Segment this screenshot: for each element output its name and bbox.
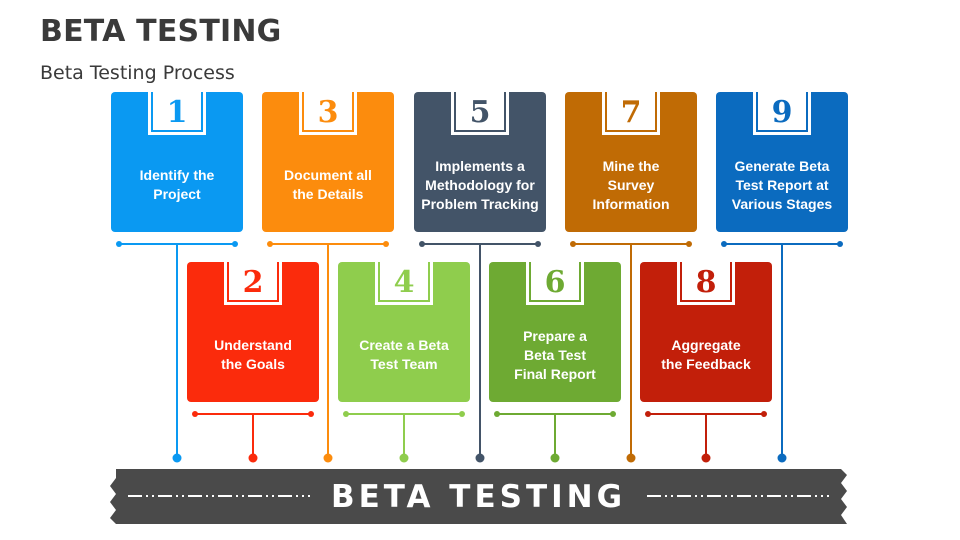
step-label: Generate Beta Test Report at Various Sta… xyxy=(722,144,842,226)
step-label: Implements a Methodology for Problem Tra… xyxy=(420,144,540,226)
connector-step-7 xyxy=(570,241,692,463)
step-card-7: 7 Mine the Survey Information xyxy=(565,92,697,232)
step-label-text: Create a Beta Test Team xyxy=(359,337,449,372)
step-number-tab: 4 xyxy=(375,262,433,305)
connector-step-8 xyxy=(645,411,767,463)
connector-step-1 xyxy=(116,241,238,463)
step-number-tab: 6 xyxy=(526,262,584,305)
step-label: Identify the Project xyxy=(117,144,237,226)
step-card-8: 8 Aggregate the Feedback xyxy=(640,262,772,402)
step-number-tab: 9 xyxy=(753,92,811,135)
step-card-6: 6 Prepare a Beta Test Final Report xyxy=(489,262,621,402)
connector-step-9 xyxy=(721,241,843,463)
connector-step-3 xyxy=(267,241,389,463)
step-label: Aggregate the Feedback xyxy=(646,314,766,396)
step-card-1: 1 Identify the Project xyxy=(111,92,243,232)
connector-step-2 xyxy=(192,411,314,463)
beta-testing-banner: BETA TESTING xyxy=(110,469,847,524)
step-label: Document all the Details xyxy=(268,144,388,226)
step-number-tab: 7 xyxy=(602,92,660,135)
page-title: BETA TESTING xyxy=(40,14,282,49)
connector-step-4 xyxy=(343,411,465,463)
step-number: 7 xyxy=(620,95,642,130)
step-number-tab: 8 xyxy=(677,262,735,305)
step-number: 5 xyxy=(469,95,491,130)
step-number: 1 xyxy=(166,95,188,130)
step-number: 9 xyxy=(771,95,793,130)
step-label-text: Understand the Goals xyxy=(214,337,292,372)
step-label: Create a Beta Test Team xyxy=(344,314,464,396)
step-card-2: 2 Understand the Goals xyxy=(187,262,319,402)
step-card-4: 4 Create a Beta Test Team xyxy=(338,262,470,402)
connector-step-5 xyxy=(419,241,541,463)
step-card-9: 9 Generate Beta Test Report at Various S… xyxy=(716,92,848,232)
step-number: 8 xyxy=(695,265,717,300)
step-label: Understand the Goals xyxy=(193,314,313,396)
step-card-3: 3 Document all the Details xyxy=(262,92,394,232)
step-label: Prepare a Beta Test Final Report xyxy=(495,314,615,396)
step-label-text: Prepare a Beta Test Final Report xyxy=(514,327,596,382)
step-label-text: Mine the Survey Information xyxy=(592,157,670,212)
banner-ribbon-shape xyxy=(110,469,847,524)
step-number-tab: 2 xyxy=(224,262,282,305)
step-label: Mine the Survey Information xyxy=(571,144,691,226)
step-number-tab: 5 xyxy=(451,92,509,135)
step-number: 3 xyxy=(317,95,339,130)
connector-step-6 xyxy=(494,411,616,463)
page-subtitle: Beta Testing Process xyxy=(40,62,235,84)
step-number-tab: 1 xyxy=(148,92,206,135)
step-label-text: Aggregate the Feedback xyxy=(661,337,751,372)
step-label-text: Implements a Methodology for Problem Tra… xyxy=(421,157,539,212)
banner-text: BETA TESTING xyxy=(330,478,627,515)
step-label-text: Identify the Project xyxy=(139,167,215,202)
step-number: 4 xyxy=(393,265,415,300)
step-number-tab: 3 xyxy=(299,92,357,135)
step-label-text: Document all the Details xyxy=(284,167,372,202)
step-card-5: 5 Implements a Methodology for Problem T… xyxy=(414,92,546,232)
step-label-text: Generate Beta Test Report at Various Sta… xyxy=(731,157,833,212)
step-number: 6 xyxy=(544,265,566,300)
step-number: 2 xyxy=(242,265,264,300)
